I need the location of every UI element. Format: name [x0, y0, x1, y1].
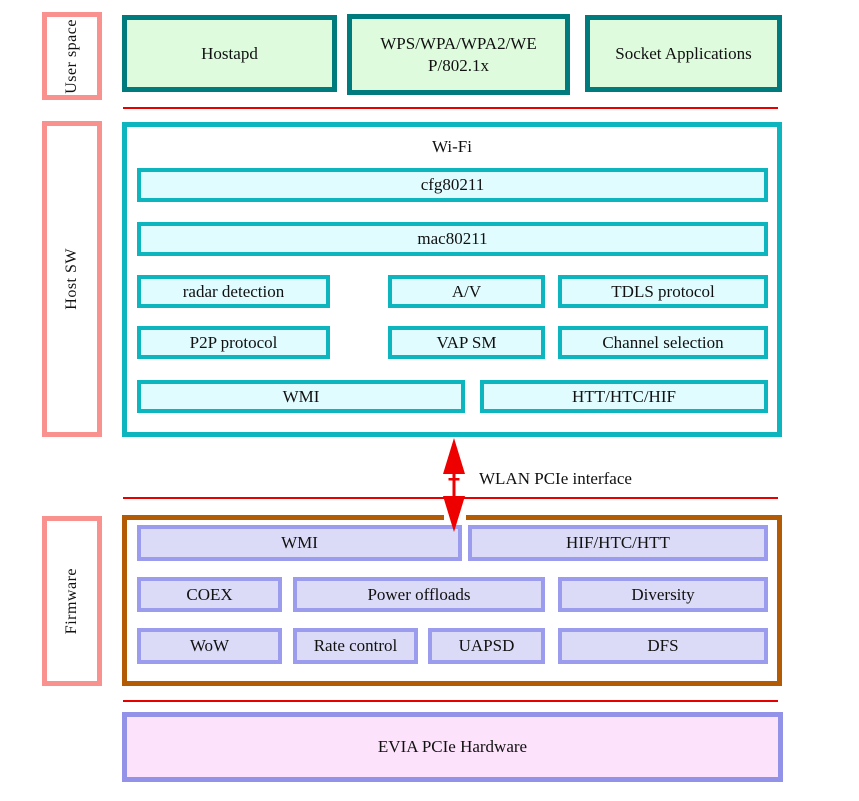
uapsd-box: UAPSD	[428, 628, 545, 664]
hostapd-box: Hostapd	[122, 15, 337, 92]
evia-pcie-hardware-box: EVIA PCIe Hardware	[122, 712, 783, 782]
cfg80211-box: cfg80211	[137, 168, 768, 202]
user-space-layer-label-box: User space	[42, 12, 102, 100]
host-sw-box: Wi-Fi cfg80211 mac80211 radar detection …	[122, 122, 782, 437]
fw-wmi-box: WMI	[137, 525, 462, 561]
power-offloads-box: Power offloads	[293, 577, 545, 612]
p2p-protocol-box: P2P protocol	[137, 326, 330, 359]
separator-line-bottom	[123, 700, 778, 702]
host-sw-layer-label: Host SW	[63, 248, 80, 310]
user-space-layer-label: User space	[63, 18, 80, 94]
hif-htc-htt-box: HIF/HTC/HTT	[468, 525, 768, 561]
htt-htc-hif-box: HTT/HTC/HIF	[480, 380, 768, 413]
firmware-layer-label-box: Firmware	[42, 516, 102, 686]
rate-control-box: Rate control	[293, 628, 418, 664]
av-box: A/V	[388, 275, 545, 308]
pcie-double-arrow-icon	[443, 438, 465, 532]
wow-box: WoW	[137, 628, 282, 664]
host-wmi-box: WMI	[137, 380, 465, 413]
wps-wpa-box: WPS/WPA/WPA2/WE P/802.1x	[347, 14, 570, 95]
coex-box: COEX	[137, 577, 282, 612]
firmware-layer-label: Firmware	[63, 567, 80, 635]
socket-applications-box: Socket Applications	[585, 15, 782, 92]
mac80211-box: mac80211	[137, 222, 768, 256]
tdls-protocol-box: TDLS protocol	[558, 275, 768, 308]
firmware-box: WMI HIF/HTC/HTT COEX Power offloads Dive…	[122, 515, 782, 686]
radar-detection-box: radar detection	[137, 275, 330, 308]
host-sw-layer-label-box: Host SW	[42, 121, 102, 437]
dfs-box: DFS	[558, 628, 768, 664]
channel-selection-box: Channel selection	[558, 326, 768, 359]
vap-sm-box: VAP SM	[388, 326, 545, 359]
wifi-title: Wi-Fi	[432, 137, 472, 156]
diversity-box: Diversity	[558, 577, 768, 612]
wlan-pcie-interface-label: WLAN PCIe interface	[479, 469, 632, 488]
separator-line-top	[123, 107, 778, 109]
